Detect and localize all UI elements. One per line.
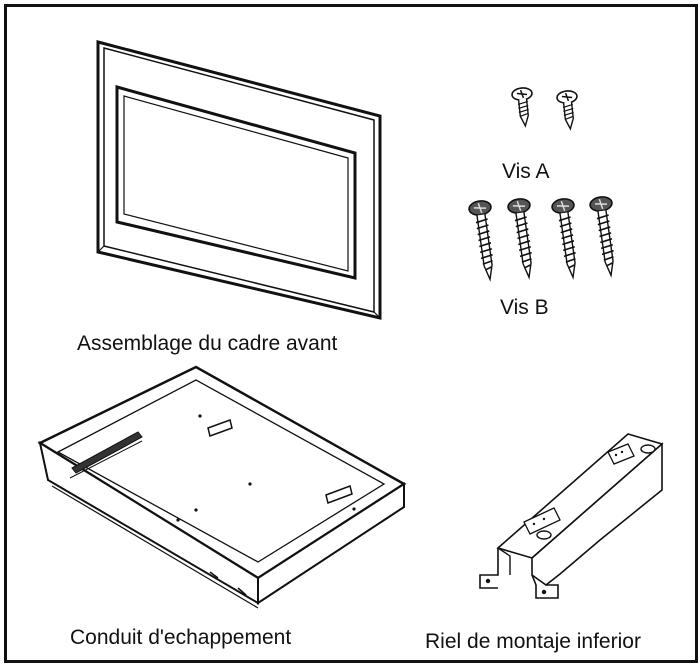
front-frame-label: Assemblage du cadre avant [77, 332, 338, 355]
exhaust-tray-icon [37, 365, 407, 609]
bottom-rail-icon [479, 433, 664, 599]
long-screw-icon [467, 194, 623, 282]
frame-panel-icon [96, 40, 382, 320]
short-screw-icon [510, 86, 582, 131]
screws-b-label: Vis B [500, 296, 549, 319]
mounting-rail-label: Riel de montaje inferior [425, 630, 641, 653]
screws-a-label: Vis A [502, 160, 550, 183]
exhaust-duct-label: Conduit d'echappement [70, 626, 292, 649]
